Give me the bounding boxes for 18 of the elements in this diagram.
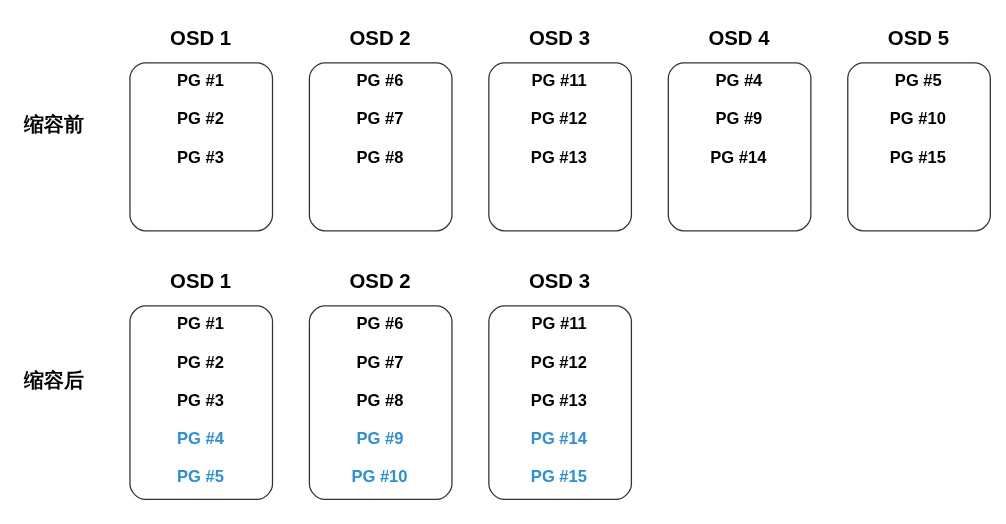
node-label: OSD 2: [349, 269, 411, 292]
node-box: PG #11 PG #12 PG #13: [487, 62, 632, 232]
node-box: PG #6 PG #7 PG #8: [308, 62, 453, 232]
label: 缩容前: [23, 113, 84, 136]
node-box: PG #1 PG #2 PG #3: [128, 62, 273, 232]
node-label: OSD 5: [887, 26, 949, 49]
label: 缩容后: [23, 369, 84, 392]
node-label: OSD 3: [528, 269, 590, 292]
node-box: PG #6 PG #7 PG #8 PG #9 PG #10: [308, 305, 453, 500]
node-box: PG #1 PG #2 PG #3 PG #4 PG #5: [128, 305, 273, 500]
node-label: OSD 1: [169, 26, 231, 49]
node-box: PG #11 PG #12 PG #13 PG #14 PG #15: [487, 305, 632, 500]
node-label: OSD 2: [349, 26, 411, 49]
node-box: PG #4 PG #9 PG #14: [667, 62, 811, 232]
node-box: PG #5 PG #10 PG #15: [846, 62, 991, 232]
node-label: OSD 4: [707, 26, 770, 49]
node-label: OSD 3: [528, 26, 590, 49]
node-label: OSD 1: [169, 269, 231, 292]
